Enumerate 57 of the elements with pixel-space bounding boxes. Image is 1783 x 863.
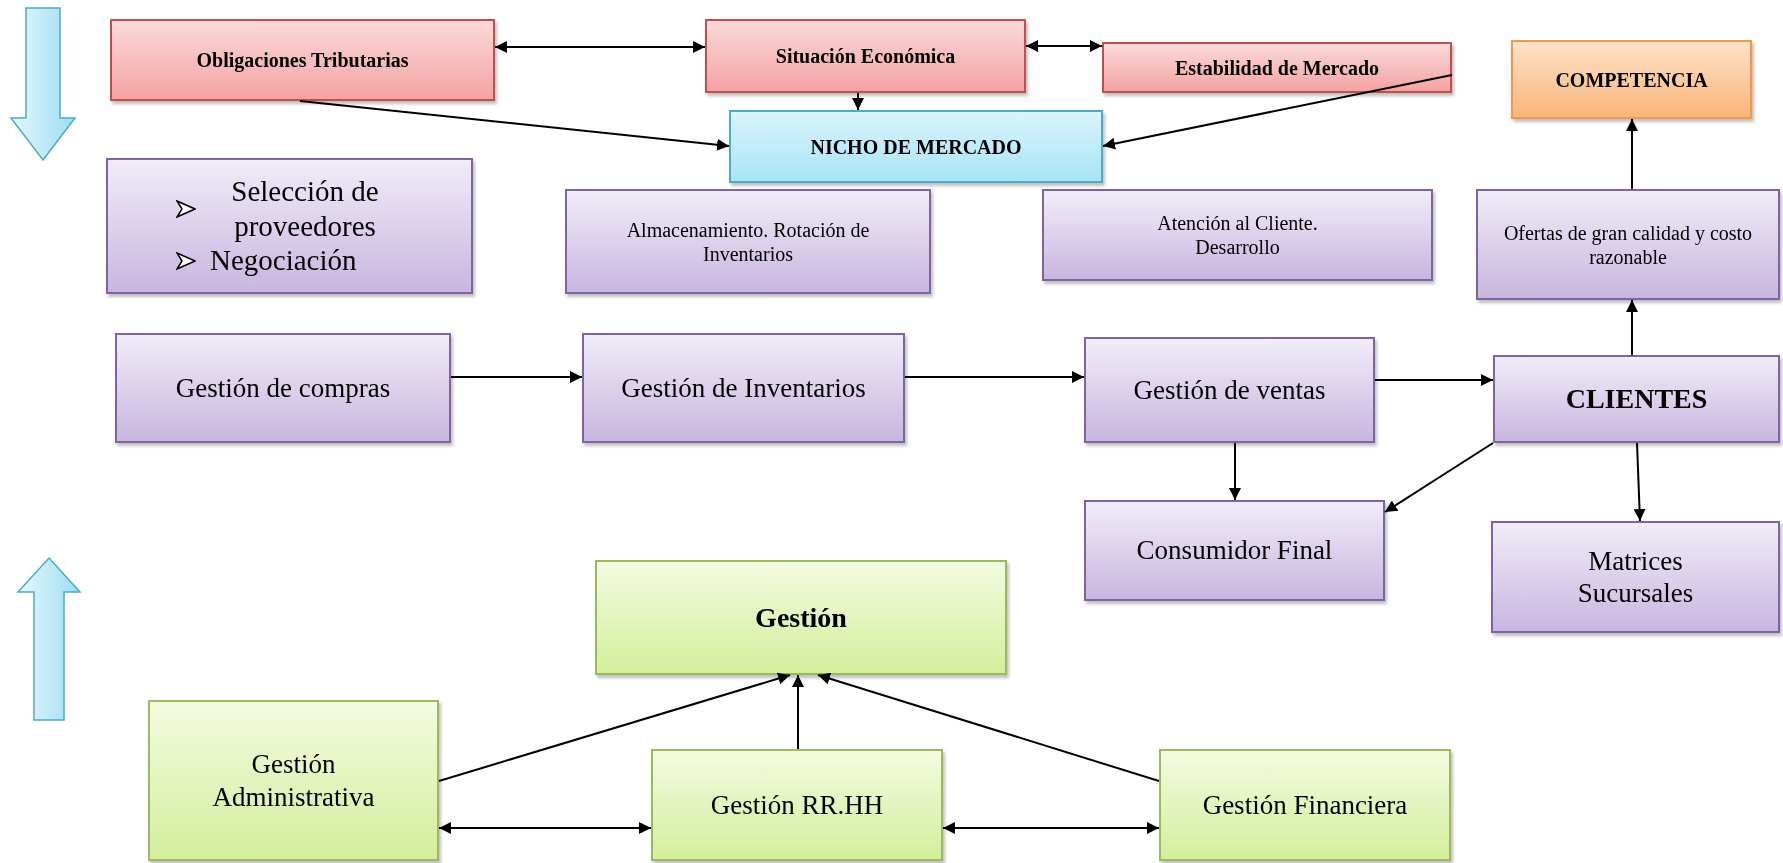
node-label: Situación Económica [775,44,956,68]
factor-box [705,19,1026,93]
niche-box [729,110,1103,183]
node-label: CLIENTES [1565,382,1708,416]
node-label: COMPETENCIA [1555,67,1708,92]
node-label: Almacenamiento. Rotación de Inventarios [625,217,871,266]
process-box [1084,337,1375,443]
management-box [1159,749,1451,861]
note-box [565,189,931,294]
factor-box [1102,42,1452,93]
arrow [494,41,706,53]
note-box [1476,189,1780,300]
competition-box [1511,40,1752,119]
arrow [817,672,1160,782]
node-label: Gestión RR.HH [710,788,884,822]
arrow [792,674,804,750]
node-label: Gestión Financiera [1202,788,1408,822]
process-box [1491,521,1780,633]
node-label: NICHO DE MERCADO [810,134,1022,159]
node-label: Ofertas de gran calidad y costo razonable [1502,220,1754,269]
arrow [1102,74,1453,150]
process-box [115,333,451,443]
note-box [1042,189,1433,281]
arrow [1374,374,1494,386]
process-box [1493,355,1780,443]
activity-list-box [106,158,473,294]
management-box [651,749,943,861]
arrow [852,92,864,111]
arrow [1626,118,1638,190]
arrow [1025,40,1103,52]
arrow [1633,442,1646,522]
arrow [1384,442,1494,513]
node-label: Obligaciones Tributarias [196,48,409,72]
node-label: Gestión de compras [175,371,391,405]
arrow [1626,299,1638,356]
node-label: Consumidor Final [1136,534,1333,567]
process-box [582,333,905,443]
arrow [1229,442,1241,501]
node-label: Gestión de Inventarios [621,371,866,405]
node-label: Estabilidad de Mercado [1174,55,1380,80]
arrow [942,822,1160,834]
list-item: Selección de proveedores [230,173,380,244]
management-box [148,700,439,861]
list-item: Negociación [210,243,357,279]
node-label: Gestión [755,600,847,635]
arrow [438,672,791,782]
node-label: Atención al Cliente. Desarrollo [1156,211,1319,259]
arrow [299,100,730,151]
arrow [438,822,652,834]
factor-box [110,19,495,101]
management-box [595,560,1007,675]
arrow [904,371,1085,383]
process-box [1084,500,1385,601]
node-label: Matrices Sucursales [1576,544,1695,610]
node-label: Gestión Administrativa [211,748,376,813]
arrow [450,371,583,383]
node-label: Gestión de ventas [1133,373,1326,407]
